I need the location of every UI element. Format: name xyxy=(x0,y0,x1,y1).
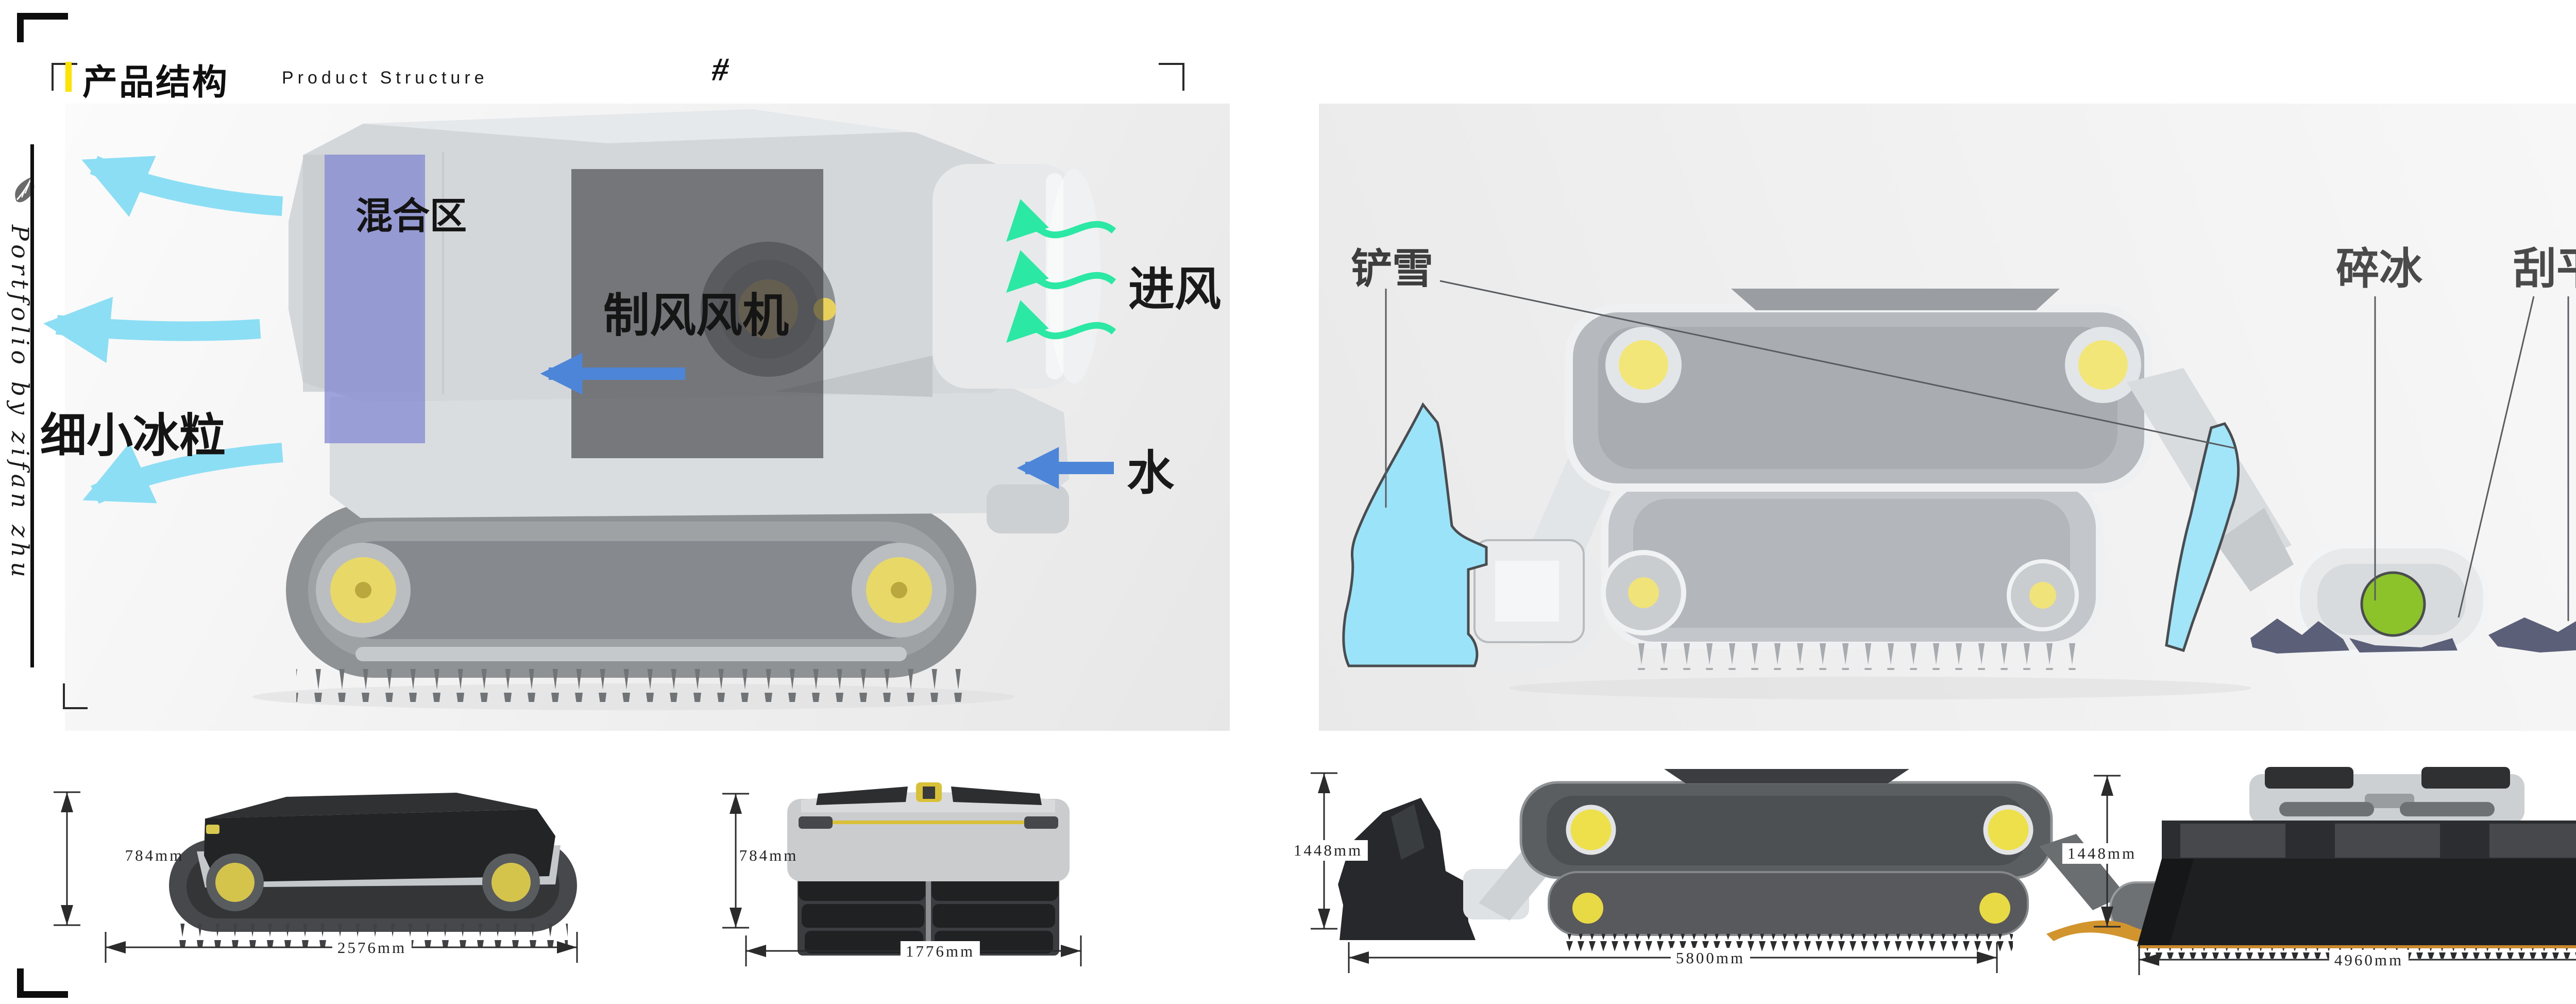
dim-working-side-height: 1448mm xyxy=(1288,840,1368,861)
snow-shovel-highlight xyxy=(1342,402,1488,667)
dim-lines-working-front xyxy=(2094,775,2576,975)
crop-mark-bottom-left xyxy=(63,683,88,709)
label-air-intake: 进风 xyxy=(1128,264,1221,315)
snow-melter-illustration xyxy=(252,109,1101,710)
dim-working-side-illustration xyxy=(1338,769,2235,951)
dim-front-height: 784mm xyxy=(739,846,799,864)
leader-lines xyxy=(1385,280,2569,621)
crop-mark-top-right xyxy=(1159,63,1184,91)
scraper-highlight xyxy=(2165,422,2240,652)
label-snow-shovel: 铲雪 xyxy=(1351,246,1433,292)
dim-front-view-illustration xyxy=(787,782,1070,956)
dim-side-height: 784mm xyxy=(125,846,184,864)
label-fine-ice: 细小冰粒 xyxy=(40,410,226,462)
label-mixing-zone: 混合区 xyxy=(355,190,467,243)
dim-working-front-illustration xyxy=(2137,767,2576,959)
side-rule-left xyxy=(30,144,34,667)
air-intake-arrows xyxy=(1006,199,1116,343)
dim-lines-front-view xyxy=(722,793,1082,966)
ice-spray-arrows xyxy=(43,156,283,504)
corner-bracket-bottom-left xyxy=(17,968,68,998)
dim-working-side-length: 5800mm xyxy=(1670,948,1751,968)
snow-shovel-robot-illustration xyxy=(1342,280,2576,699)
leaf-icon xyxy=(15,177,35,203)
label-wind-fan: 制风风机 xyxy=(603,290,789,342)
label-ice-crush: 碎冰 xyxy=(2335,244,2423,293)
portfolio-side-text-left: Portfolio by zifan zhu xyxy=(6,225,34,582)
ice-crush-roller xyxy=(2360,571,2426,637)
dim-side-length: 2576mm xyxy=(332,938,412,958)
dim-working-front-height: 1448mm xyxy=(2062,843,2142,864)
mixing-zone-overlay-box xyxy=(325,155,425,443)
accent-bar xyxy=(65,62,72,92)
corner-bracket-top-left xyxy=(17,13,68,42)
page-title-en: Product Structure xyxy=(282,68,488,88)
hash-mark: # xyxy=(712,51,728,88)
dim-front-length: 1776mm xyxy=(900,941,980,962)
dim-working-front-length: 4960mm xyxy=(2329,950,2409,970)
wind-fan-overlay-box xyxy=(571,169,823,458)
page-title-cn: 产品结构 xyxy=(82,63,229,102)
dim-side-view-illustration xyxy=(169,793,577,947)
ice-shards xyxy=(2250,617,2576,654)
label-water: 水 xyxy=(1126,447,1175,500)
crop-mark-top-left xyxy=(52,63,77,91)
label-leveling: 刮平 xyxy=(2513,244,2576,293)
